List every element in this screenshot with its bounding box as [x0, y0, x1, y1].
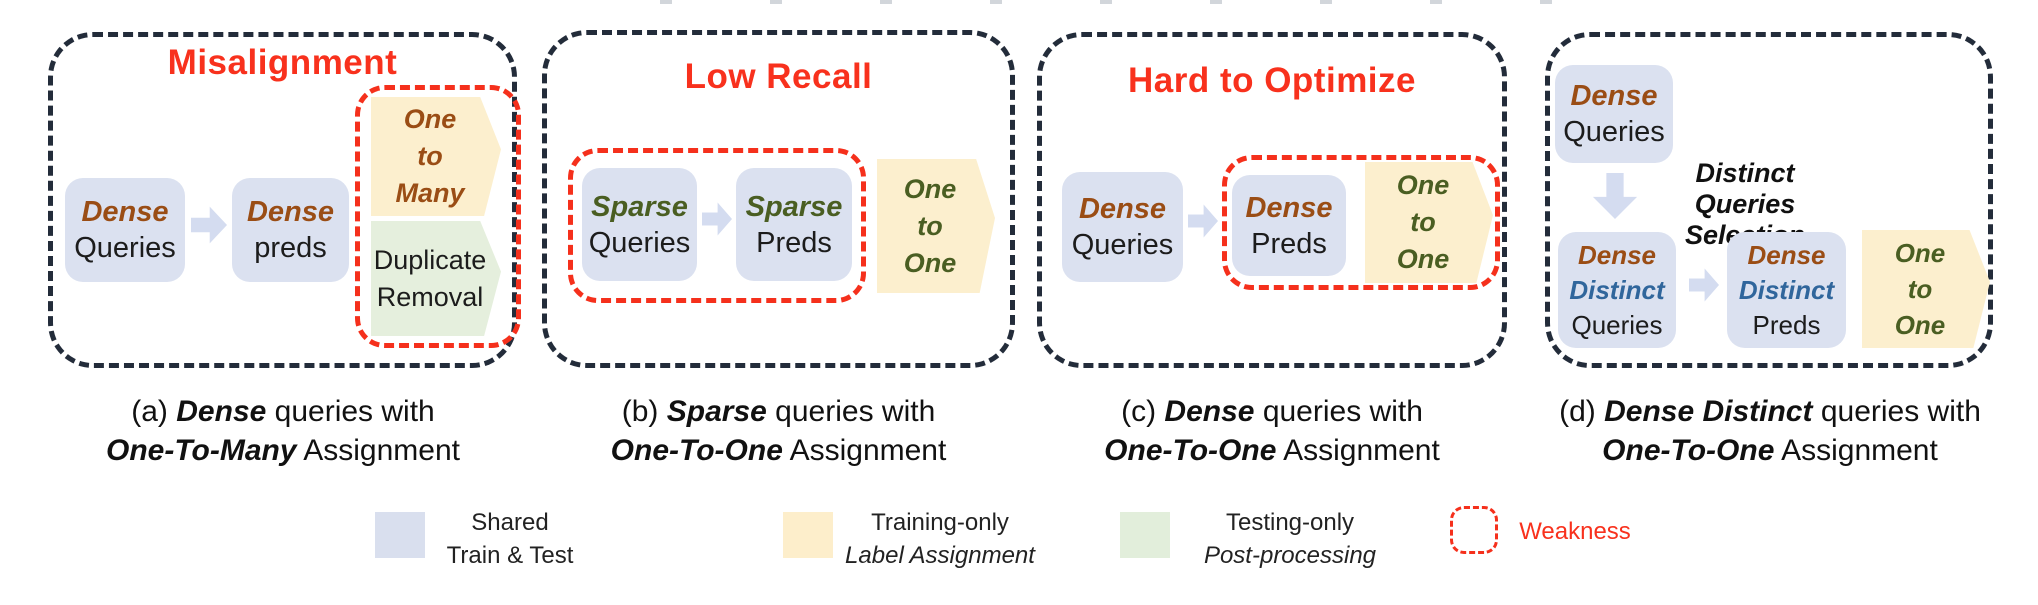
duplicate-removal-tag: Duplicate Removal	[371, 221, 501, 336]
caption-line: (c) Dense queries with	[1121, 395, 1423, 428]
flow-arrow-down-icon	[1592, 173, 1638, 219]
weakness-outline-sparse-queries	[568, 148, 866, 303]
legend-swatch-training-only	[783, 512, 833, 558]
box-label-line: Queries	[588, 226, 691, 259]
box-label-line: Dense	[1570, 80, 1658, 112]
caption-panel-b: (b) Sparse queries with One-To-One Assig…	[542, 392, 1015, 470]
caption-line: One-To-Many Assignment	[106, 434, 460, 467]
one-to-many-assignment-tag: One to Many	[371, 97, 501, 216]
box-label-line: Queries	[74, 232, 176, 264]
legend-label-line: Training-only	[871, 509, 1009, 536]
tag-label-line: One	[1396, 244, 1450, 274]
box-label-line: Dense	[246, 196, 335, 228]
cropped-caption-remnant	[660, 0, 1640, 4]
tag-label-line: One	[403, 104, 457, 134]
box-label-line: Preds	[756, 226, 832, 259]
legend-label-training-only: Training-only Label Assignment	[830, 506, 1050, 572]
box-label-line: Dense	[81, 196, 169, 228]
sparse-preds-box: Sparse Preds	[736, 168, 852, 281]
selection-label-line: Distinct	[1695, 158, 1795, 188]
legend-swatch-weakness	[1450, 506, 1498, 554]
tag-label-line: Removal	[376, 281, 484, 312]
box-label-line: Distinct	[1569, 274, 1665, 305]
weakness-outline-one-to-many	[355, 85, 521, 348]
panel-d-dense-distinct-one-to-one: Dense Queries Distinct Queries Selection…	[1545, 32, 1993, 368]
caption-line: (d) Dense Distinct queries with	[1559, 395, 1981, 428]
tag-label-line: One	[903, 173, 957, 204]
tag-label-line: to	[917, 210, 943, 241]
caption-panel-d: (d) Dense Distinct queries with One-To-O…	[1545, 392, 1995, 470]
caption-line: One-To-One Assignment	[610, 434, 947, 467]
box-label-line: Sparse	[591, 190, 688, 223]
dense-queries-box: Dense Queries	[1555, 65, 1673, 163]
panel-c-dense-one-to-one: Hard to Optimize Dense Queries Dense Pre…	[1037, 32, 1507, 368]
legend-label-line: Post-processing	[1203, 542, 1377, 569]
one-to-one-assignment-tag: One to One	[877, 159, 995, 293]
box-label-line: Preds	[1752, 309, 1821, 340]
dense-queries-box: Dense Queries	[65, 178, 185, 282]
box-label-line: Distinct	[1738, 274, 1835, 305]
dense-preds-box: Dense preds	[232, 178, 349, 282]
box-label-line: Dense	[1747, 239, 1826, 270]
caption-line: (a) Dense queries with	[131, 395, 435, 428]
tag-label-line: to	[417, 141, 443, 171]
one-to-one-assignment-tag: One to One	[1365, 162, 1493, 283]
dense-queries-box: Dense Queries	[1062, 172, 1183, 282]
tag-label-line: to	[1410, 207, 1436, 237]
box-label-line: Preds	[1251, 227, 1327, 260]
one-to-one-assignment-tag: One to One	[1862, 230, 1990, 348]
caption-panel-c: (c) Dense queries with One-To-One Assign…	[1037, 392, 1507, 470]
panel-a-weakness-title: Misalignment	[167, 43, 398, 82]
legend-label-line: Label Assignment	[845, 542, 1035, 569]
tag-label-line: Duplicate	[373, 244, 487, 275]
legend-label-shared: Shared Train & Test	[420, 506, 600, 572]
caption-line: One-To-One Assignment	[1104, 434, 1440, 467]
box-label-line: Dense	[1245, 191, 1333, 224]
legend-label-line: Testing-only	[1225, 509, 1355, 536]
weakness-outline-preds-assignment	[1222, 155, 1500, 290]
legend-label-line: Train & Test	[446, 542, 574, 569]
flow-arrow-icon	[191, 206, 227, 244]
panel-a-dense-one-to-many: Misalignment Dense Queries Dense preds O…	[48, 32, 521, 368]
panel-b-weakness-title: Low Recall	[684, 57, 873, 96]
sparse-queries-box: Sparse Queries	[582, 168, 697, 281]
dense-distinct-queries-box: Dense Distinct Queries	[1558, 232, 1676, 348]
legend-swatch-shared	[375, 512, 425, 558]
tag-label-line: One	[1894, 238, 1946, 268]
caption-line: (b) Sparse queries with	[621, 395, 936, 428]
panel-c-weakness-title: Hard to Optimize	[1127, 61, 1417, 100]
box-label-line: preds	[254, 232, 327, 264]
box-label-line: Dense	[1577, 239, 1657, 270]
caption-panel-a: (a) Dense queries with One-To-Many Assig…	[48, 392, 518, 470]
caption-line: One-To-One Assignment	[1602, 434, 1938, 467]
tag-label-line: One	[1894, 310, 1946, 340]
box-label-line: Queries	[1563, 116, 1665, 148]
flow-arrow-icon	[1188, 204, 1218, 238]
dense-distinct-preds-box: Dense Distinct Preds	[1727, 232, 1846, 348]
box-label-line: Queries	[1071, 229, 1174, 261]
tag-label-line: One	[903, 247, 957, 278]
legend-label-line: Weakness	[1519, 518, 1631, 545]
box-label-line: Queries	[1571, 309, 1663, 340]
tag-label-line: Many	[395, 178, 465, 208]
dense-preds-box: Dense Preds	[1232, 175, 1346, 276]
flow-arrow-icon	[1689, 268, 1719, 302]
legend-label-line: Shared	[471, 509, 549, 536]
tag-label-line: to	[1907, 274, 1933, 304]
panel-b-sparse-one-to-one: Low Recall Sparse Queries Sparse Preds O…	[542, 30, 1015, 368]
box-label-line: Sparse	[745, 190, 843, 223]
legend-label-weakness: Weakness	[1505, 515, 1645, 548]
legend-label-testing-only: Testing-only Post-processing	[1170, 506, 1410, 572]
legend-swatch-testing-only	[1120, 512, 1170, 558]
box-label-line: Dense	[1078, 193, 1167, 225]
tag-label-line: One	[1396, 170, 1450, 200]
